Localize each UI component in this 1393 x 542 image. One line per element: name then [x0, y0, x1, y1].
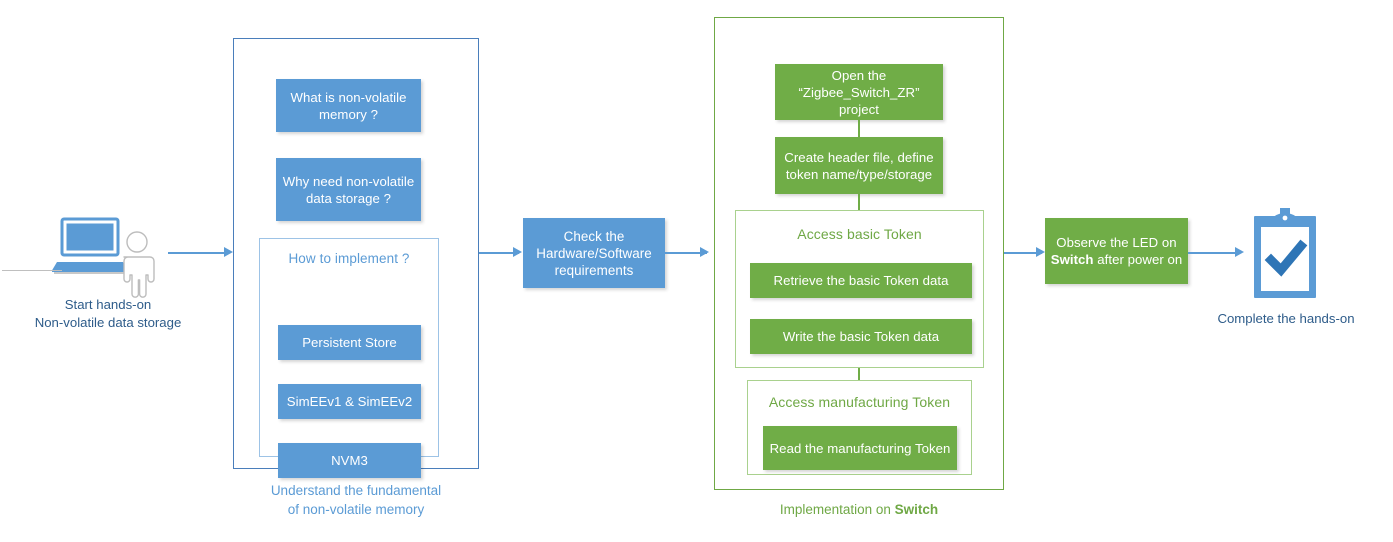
- box-read-manufacturing-token[interactable]: Read the manufacturing Token: [763, 426, 957, 470]
- implementation-caption-bold: Switch: [894, 502, 939, 517]
- understand-caption-line1: Understand the fundamental: [270, 483, 442, 498]
- box-persistent-store[interactable]: Persistent Store: [278, 325, 421, 360]
- observe-prefix: Observe the LED on: [1056, 235, 1177, 250]
- start-node-icon-group: [2, 216, 164, 298]
- understand-group-caption: Understand the fundamental of non-volati…: [230, 481, 482, 519]
- understand-caption-line2: of non-volatile memory: [287, 502, 425, 517]
- understand-group-container: What is non-volatile memory ? Why need n…: [233, 38, 479, 478]
- box-create-header-file[interactable]: Create header file, define token name/ty…: [775, 137, 943, 194]
- observe-suffix: after power on: [1093, 252, 1183, 267]
- box-what-is-non-volatile-memory[interactable]: What is non-volatile memory ?: [276, 79, 421, 132]
- observe-bold: Switch: [1050, 252, 1094, 267]
- box-simeev1-simeev2[interactable]: SimEEv1 & SimEEv2: [278, 384, 421, 419]
- box-write-basic-token-data[interactable]: Write the basic Token data: [750, 319, 972, 354]
- box-label: Why need non-volatile data storage ?: [282, 173, 415, 206]
- box-label: NVM3: [331, 453, 368, 468]
- box-open-project[interactable]: Open the “Zigbee_Switch_ZR” project: [775, 64, 943, 120]
- box-label: Persistent Store: [302, 335, 397, 350]
- laptop-icon: [52, 217, 129, 274]
- start-caption-line2: Non-volatile data storage: [34, 315, 182, 330]
- box-label: What is non-volatile memory ?: [290, 89, 407, 122]
- box-label: Read the manufacturing Token: [769, 440, 951, 456]
- complete-node-icon-group: [1246, 208, 1324, 300]
- box-retrieve-basic-token-data[interactable]: Retrieve the basic Token data: [750, 263, 972, 298]
- access-basic-token-panel: Access basic Token Retrieve the basic To…: [735, 210, 984, 368]
- implementation-group-container: Open the “Zigbee_Switch_ZR” project Crea…: [714, 17, 1004, 490]
- box-nvm3[interactable]: NVM3: [278, 443, 421, 478]
- person-icon: [123, 231, 155, 298]
- how-to-implement-panel: How to implement ? Persistent Store SimE…: [259, 238, 439, 478]
- ground-line: [2, 270, 62, 272]
- start-node-caption: Start hands-on Non-volatile data storage: [8, 296, 208, 332]
- check-requirements-step[interactable]: Check the Hardware/Software requirements: [523, 218, 665, 288]
- observe-led-label: Observe the LED on Switch after power on: [1050, 234, 1183, 268]
- box-why-need-non-volatile-data-storage[interactable]: Why need non-volatile data storage ?: [276, 158, 421, 221]
- start-caption-line1: Start hands-on: [64, 297, 152, 312]
- complete-node-caption: Complete the hands-on: [1217, 311, 1355, 326]
- box-label: SimEEv1 & SimEEv2: [286, 394, 413, 409]
- access-basic-token-title: Access basic Token: [797, 226, 922, 242]
- access-manufacturing-token-panel: Access manufacturing Token Read the manu…: [747, 380, 972, 475]
- implementation-caption-prefix: Implementation on: [779, 502, 895, 517]
- box-label: Open the “Zigbee_Switch_ZR” project: [798, 67, 920, 117]
- observe-led-step[interactable]: Observe the LED on Switch after power on: [1045, 218, 1188, 284]
- box-label: Create header file, define token name/ty…: [784, 149, 934, 182]
- clipboard-check-icon: [1254, 208, 1316, 298]
- access-manufacturing-token-title: Access manufacturing Token: [768, 394, 951, 410]
- box-label: Retrieve the basic Token data: [773, 273, 949, 288]
- how-to-implement-title: How to implement ?: [288, 251, 410, 266]
- implementation-group-caption: Implementation on Switch: [714, 500, 1004, 519]
- box-label: Write the basic Token data: [782, 329, 940, 344]
- check-requirements-label: Check the Hardware/Software requirements: [536, 228, 652, 278]
